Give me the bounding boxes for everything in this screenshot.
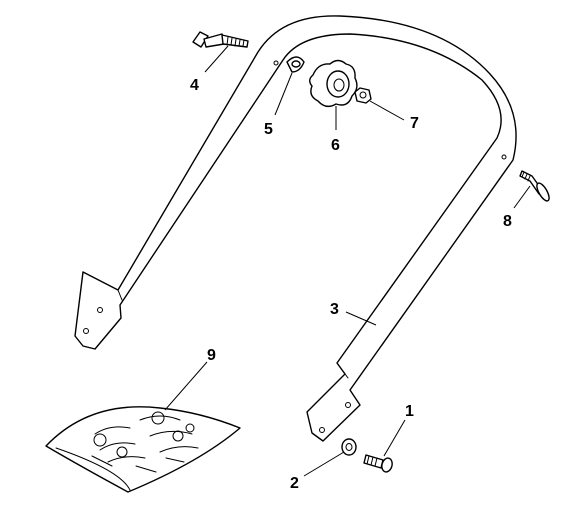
- handle-part-3: [74, 15, 517, 442]
- leader-4: [204, 45, 229, 73]
- leader-7: [369, 100, 405, 121]
- leader-9: [164, 361, 208, 411]
- leader-2: [303, 451, 345, 477]
- leader-5: [274, 72, 293, 116]
- callout-9: 9: [207, 347, 216, 364]
- leader-3: [345, 311, 377, 326]
- callout-5: 5: [264, 121, 273, 138]
- callout-4: 4: [190, 77, 199, 94]
- leader-lines: [164, 45, 531, 477]
- callout-7: 7: [410, 115, 419, 132]
- callout-8: 8: [503, 213, 512, 230]
- nut-part-7: [354, 87, 372, 104]
- callout-3: 3: [330, 301, 339, 318]
- bolt-part-8: [519, 170, 550, 202]
- callout-6: 6: [331, 137, 340, 154]
- callout-labels: 1 2 3 4 5 6 7 8 9: [190, 77, 512, 492]
- knob-part-6: [309, 59, 358, 108]
- callout-2: 2: [290, 475, 299, 492]
- callout-1: 1: [405, 403, 414, 420]
- hardware-bag-part-9: [45, 406, 241, 493]
- bolt-part-1: [363, 454, 393, 473]
- washer-part-2: [341, 438, 357, 456]
- wing-bolt-part-4: [192, 31, 249, 48]
- cam-part-5: [286, 56, 305, 73]
- leader-1: [383, 419, 406, 457]
- leader-8: [513, 185, 531, 209]
